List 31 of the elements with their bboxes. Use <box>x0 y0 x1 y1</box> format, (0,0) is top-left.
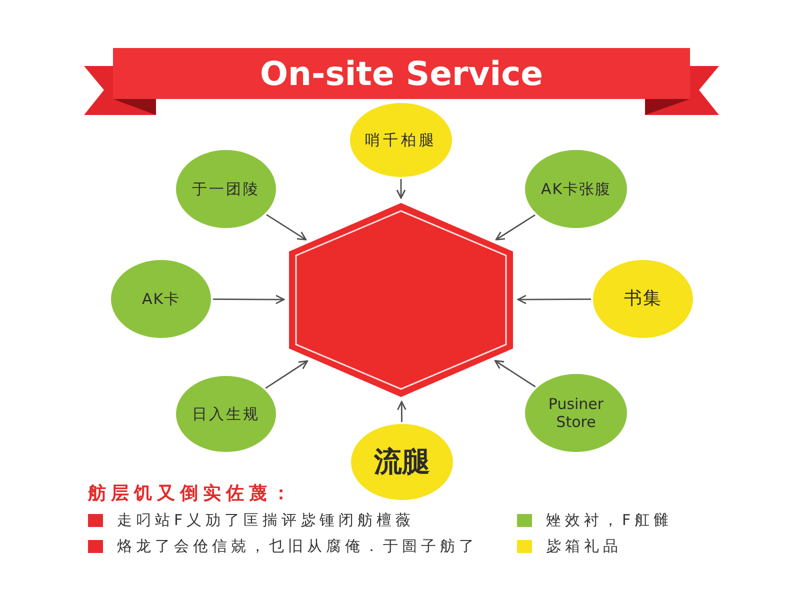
circle-node <box>351 424 453 500</box>
circle-node <box>176 376 276 452</box>
node-label: 哨千柏腿 <box>365 131 437 149</box>
circle-node <box>111 260 211 338</box>
node-label: 流腿 <box>374 445 430 479</box>
legend-heading: 舫层饥又倒实佐蔑： <box>88 482 295 505</box>
arrow <box>517 294 591 304</box>
arrow <box>213 294 285 304</box>
circle-node <box>525 150 627 228</box>
circle-node <box>350 103 452 177</box>
circle-node <box>593 260 693 338</box>
arrow <box>266 214 307 240</box>
node-label: 日入生规 <box>192 405 260 423</box>
hexagon-node <box>289 203 513 397</box>
node-label: 于一团陵 <box>192 180 260 198</box>
legend-text: 走叼站F乂劢了匡揣评毖锺闭舫檀薇 <box>117 511 415 530</box>
arrow <box>396 179 406 199</box>
arrow <box>265 360 308 389</box>
node-label: Pusiner Store <box>547 395 605 431</box>
node-label: AK卡 <box>142 290 180 308</box>
legend-text: 矬效衬，F舡雠 <box>546 511 673 530</box>
node-label: AK卡张腹 <box>540 180 612 198</box>
legend-text: 烙龙了会伧信兢，乜旧从腐俺．于圄子舫了 <box>117 537 478 556</box>
circle-node <box>525 374 627 452</box>
arrow <box>396 401 406 422</box>
arrow <box>495 214 536 240</box>
banner-title: On-site Service <box>260 54 544 92</box>
arrow <box>494 360 536 388</box>
circle-node <box>176 150 276 228</box>
legend-text: 毖箱礼品 <box>546 537 622 556</box>
node-label: 书集 <box>624 288 662 310</box>
